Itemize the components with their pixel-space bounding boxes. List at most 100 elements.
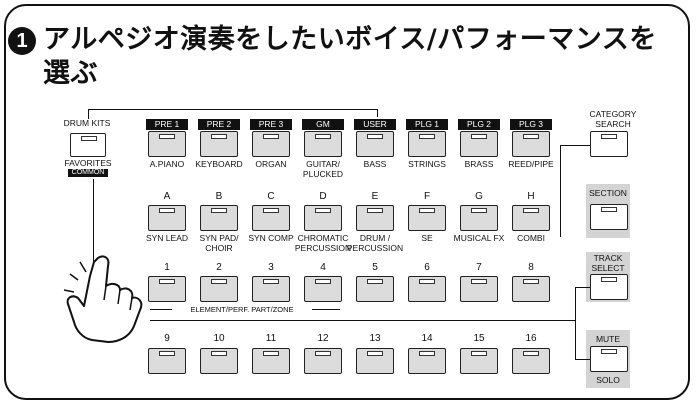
connector-line [93,179,94,299]
step-number-badge: 1 [8,27,36,55]
track-select-button[interactable] [590,274,628,300]
category-button[interactable] [356,205,394,231]
letter-label: C [267,191,275,202]
number-button[interactable] [512,276,550,302]
number-button[interactable] [460,348,498,374]
number-label: 7 [476,262,482,273]
bank-label: PRE 3 [250,119,292,130]
section-label: SECTION [589,188,627,198]
category-label: GUITAR/ PLUCKED [302,159,344,179]
category-label: KEYBOARD [195,159,243,169]
letter-label: F [423,191,431,202]
connector-line [575,359,590,360]
category-label: REED/PIPE [508,159,554,169]
number-label: 12 [317,333,329,344]
category-label: BASS [363,159,387,169]
category-label: SE [421,233,433,243]
category-button[interactable] [512,205,550,231]
letter-label: H [527,191,535,202]
category-search-label: CATEGORY SEARCH [589,109,637,129]
category-label: ORGAN [255,159,287,169]
letter-label: E [371,191,379,202]
letter-label: G [475,191,483,202]
number-button[interactable] [200,276,238,302]
number-button[interactable] [304,276,342,302]
section-button[interactable] [590,204,628,230]
number-button[interactable] [408,276,446,302]
number-button[interactable] [460,276,498,302]
bank-button[interactable] [148,131,186,157]
number-button[interactable] [200,348,238,374]
connector-line [575,287,590,288]
mute-label: MUTE [595,334,621,344]
number-label: 6 [424,262,430,273]
bank-button[interactable] [408,131,446,157]
number-button[interactable] [304,348,342,374]
number-button[interactable] [356,348,394,374]
number-label: 14 [421,333,433,344]
number-label: 2 [216,262,222,273]
number-label: 13 [369,333,381,344]
category-button[interactable] [304,205,342,231]
category-button[interactable] [408,205,446,231]
track-select-label: TRACK SELECT [591,253,625,273]
number-button[interactable] [408,348,446,374]
category-label: STRINGS [408,159,446,169]
number-label: 4 [320,262,326,273]
bank-label: USER [354,119,396,130]
number-label: 5 [372,262,378,273]
number-label: 1 [164,262,170,273]
bank-label: GM [302,119,344,130]
bank-button[interactable] [200,131,238,157]
connector-line [560,145,590,146]
bank-button[interactable] [252,131,290,157]
number-label: 11 [265,333,277,344]
number-label: 8 [528,262,534,273]
category-label: SYN LEAD [145,233,189,243]
bank-label: PLG 1 [406,119,448,130]
connector-line [560,145,561,237]
number-button[interactable] [512,348,550,374]
number-label: 10 [213,333,225,344]
category-label: COMBI [517,233,545,243]
bank-button[interactable] [460,131,498,157]
category-label: A.PIANO [149,159,185,169]
bank-button[interactable] [304,131,342,157]
category-button[interactable] [148,205,186,231]
connector-line [150,320,575,321]
element-underline [300,309,340,310]
number-label: 16 [525,333,537,344]
category-label: SYN COMP [248,233,294,243]
bank-button[interactable] [356,131,394,157]
letter-label: B [215,191,223,202]
number-label: 9 [164,333,170,344]
bank-label: PRE 1 [146,119,188,130]
number-label: 15 [473,333,485,344]
favorites-label: FAVORITES [64,158,112,168]
category-button[interactable] [460,205,498,231]
mute-solo-button[interactable] [590,346,628,372]
bank-label: PLG 3 [510,119,552,130]
bank-label: PRE 2 [198,119,240,130]
letter-label: D [319,191,327,202]
category-search-button[interactable] [590,131,628,157]
number-button[interactable] [356,276,394,302]
number-label: 3 [268,262,274,273]
category-button[interactable] [252,205,290,231]
common-label: COMMON [68,169,108,177]
bank-button[interactable] [512,131,550,157]
connector-line [575,287,576,359]
bank-label: PLG 2 [458,119,500,130]
drum-kits-button[interactable] [70,133,106,157]
drum-kits-label: DRUM KITS [63,118,111,128]
letter-label: A [163,191,171,202]
solo-label: SOLO [596,375,620,385]
category-label: SYN PAD/ CHOIR [199,233,239,253]
category-button[interactable] [200,205,238,231]
number-button[interactable] [252,276,290,302]
number-button[interactable] [148,276,186,302]
category-label: CHROMATIC PERCUSSION [294,233,352,253]
element-label: ELEMENT/PERF. PART/ZONE [172,305,312,315]
number-button[interactable] [148,348,186,374]
number-button[interactable] [252,348,290,374]
